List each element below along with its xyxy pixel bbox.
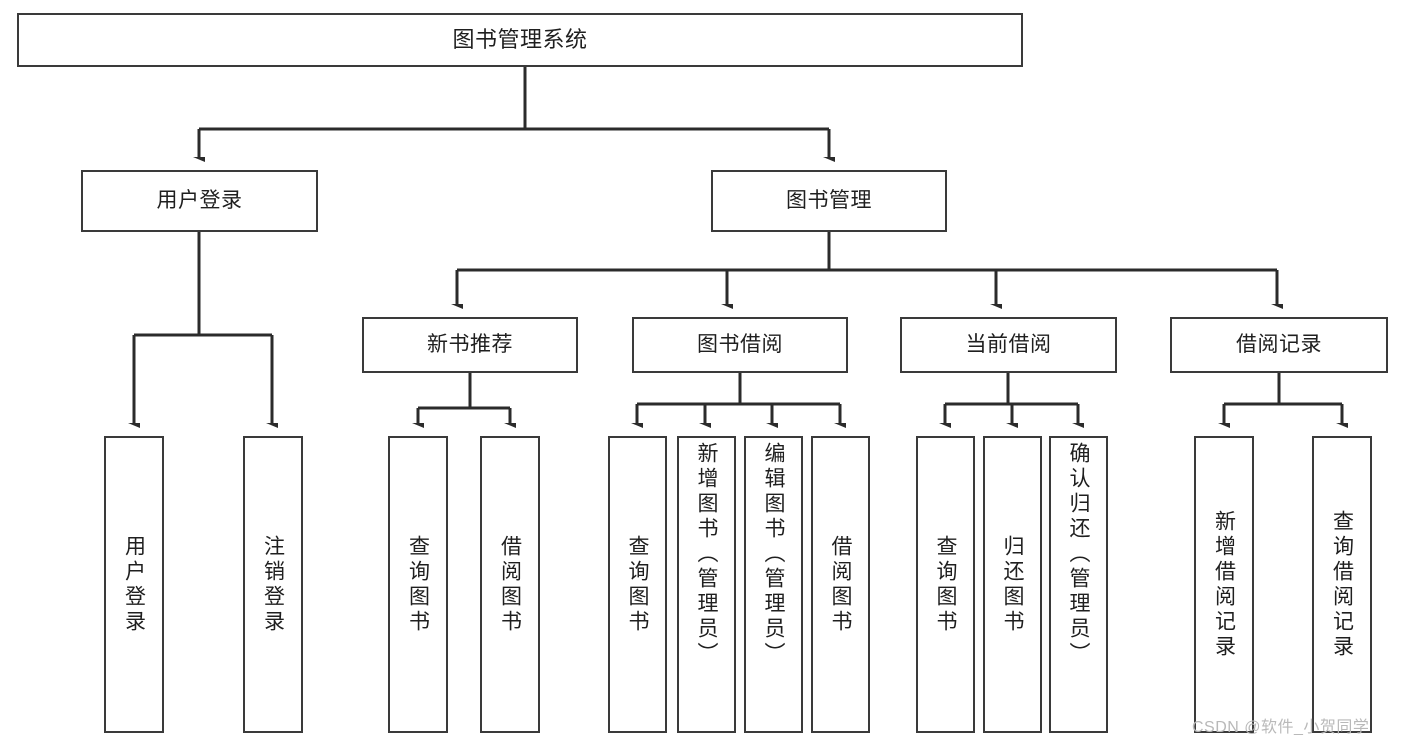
node-leaf-borrow-book-2[interactable]: 借阅图书 <box>811 436 870 733</box>
node-label: 用户登录 <box>156 188 243 212</box>
node-label: 新书推荐 <box>427 332 513 356</box>
node-current-borrow[interactable]: 当前借阅 <box>900 317 1117 373</box>
node-leaf-add-book[interactable]: 新增图书（管理员） <box>677 436 736 733</box>
node-leaf-edit-book[interactable]: 编辑图书（管理员） <box>744 436 803 733</box>
node-label: 借阅记录 <box>1236 332 1322 356</box>
node-label: 当前借阅 <box>965 332 1052 356</box>
node-leaf-query-book-3[interactable]: 查询图书 <box>916 436 975 733</box>
node-root[interactable]: 图书管理系统 <box>17 13 1023 67</box>
node-label: 新增图书（管理员） <box>695 442 718 667</box>
node-label: 查询图书 <box>406 534 430 635</box>
node-label: 查询借阅记录 <box>1330 509 1354 660</box>
node-leaf-add-record[interactable]: 新增借阅记录 <box>1194 436 1254 733</box>
node-leaf-query-record[interactable]: 查询借阅记录 <box>1312 436 1372 733</box>
node-label: 查询图书 <box>934 534 957 635</box>
node-label: 图书管理 <box>786 188 872 212</box>
node-leaf-borrow-book-1[interactable]: 借阅图书 <box>480 436 540 733</box>
node-label: 借阅图书 <box>829 534 852 635</box>
node-book-borrow[interactable]: 图书借阅 <box>632 317 848 373</box>
node-new-book-rec[interactable]: 新书推荐 <box>362 317 578 373</box>
node-borrow-record[interactable]: 借阅记录 <box>1170 317 1388 373</box>
node-leaf-query-book-1[interactable]: 查询图书 <box>388 436 448 733</box>
node-label: 用户登录 <box>122 534 146 635</box>
node-leaf-query-book-2[interactable]: 查询图书 <box>608 436 667 733</box>
node-label: 图书管理系统 <box>452 27 588 53</box>
node-leaf-confirm-return[interactable]: 确认归还（管理员） <box>1049 436 1108 733</box>
node-label: 确认归还（管理员） <box>1067 442 1090 667</box>
node-label: 注销登录 <box>261 534 285 635</box>
node-book-manage[interactable]: 图书管理 <box>711 170 947 232</box>
node-label: 归还图书 <box>1001 534 1024 635</box>
node-user-login[interactable]: 用户登录 <box>81 170 318 232</box>
node-label: 查询图书 <box>626 534 649 635</box>
node-leaf-user-login[interactable]: 用户登录 <box>104 436 164 733</box>
node-label: 新增借阅记录 <box>1212 509 1236 660</box>
node-leaf-return-book[interactable]: 归还图书 <box>983 436 1042 733</box>
node-label: 编辑图书（管理员） <box>762 442 785 667</box>
node-label: 借阅图书 <box>498 534 522 635</box>
node-label: 图书借阅 <box>697 332 783 356</box>
node-leaf-logout[interactable]: 注销登录 <box>243 436 303 733</box>
